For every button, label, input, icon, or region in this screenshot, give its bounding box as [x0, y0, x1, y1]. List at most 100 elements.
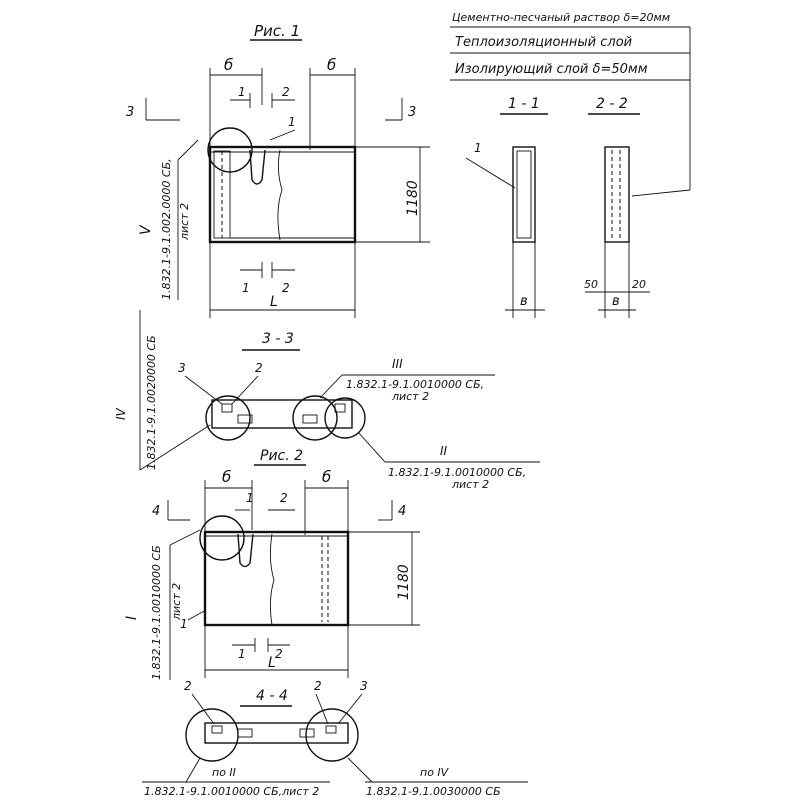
sec11-callout-leader: [465, 157, 516, 189]
sec44-callout-2a-leader: [191, 693, 215, 725]
sec44-callout-3: 3: [360, 679, 368, 693]
sec44-ref-right-leader: [347, 757, 373, 783]
fig2-break-line: [269, 533, 275, 626]
fig1-lifting-loop: [249, 149, 266, 185]
section-3-3: 3 - 3 3 2 III 1.832.1-9.1.0010000 СБ, ли…: [114, 310, 540, 491]
sec33-ref-IV-mark: IV: [114, 407, 128, 420]
sec33-ref-II-sheet: лист 2: [451, 478, 489, 491]
fig1-callout-1-leader: [269, 129, 296, 141]
sec33-ref-III-mark: III: [392, 357, 403, 371]
sec44-insert-right: [325, 725, 337, 734]
sec33-callout-2: 2: [255, 361, 263, 375]
fig2-cut2-top: 2: [280, 491, 288, 505]
fig2-ref-I-sheet: лист 2: [170, 583, 183, 621]
sec33-ref-IV-text: 1.832.1-9.1.0020000 СБ: [145, 335, 158, 470]
fig2-dim-height: 1180: [396, 564, 412, 600]
fig2-title: Рис. 2: [260, 448, 303, 464]
fig1-ref-V-leader: [177, 139, 199, 161]
section-4-4: 4 - 4 2 2 3 по II 1.832.1-9.1.0010000 СБ…: [142, 679, 528, 798]
sec33-ref-II-leader: [357, 431, 386, 463]
fig2-cut1-top: 1: [246, 491, 254, 505]
layer-insulation: Теплоизоляционный слой: [455, 35, 632, 50]
fig1-panel: [208, 145, 357, 244]
fig1-cut2-top: 2: [282, 85, 290, 99]
fig1-delta-left: б: [224, 56, 233, 74]
sec44-callout-3-leader: [337, 693, 363, 725]
fig2-ref-I-leader: [169, 529, 201, 546]
sec44-ref-right-text: 1.832.1-9.1.0030000 СБ: [366, 785, 501, 798]
sec33-ref-III-text: 1.832.1-9.1.0010000 СБ,: [346, 378, 484, 391]
sec33-outline: [211, 399, 353, 429]
sec11-callout: 1: [474, 141, 482, 155]
fig2-ref-I-mark: I: [124, 616, 140, 620]
sec44-outline: [204, 722, 349, 744]
sec22-dim-left: 50: [584, 278, 598, 291]
section-1-1: 1 - 1 1 в: [465, 96, 548, 318]
sec44-insert-left: [211, 725, 223, 734]
layer-legend: Цементно-песчаный раствор δ=20мм Теплоиз…: [450, 11, 691, 197]
sec44-ref-left-text: 1.832.1-9.1.0010000 СБ,лист 2: [144, 785, 319, 798]
fig1-ref-V-sheet: лист 2: [178, 203, 191, 241]
layer-insulating: Изолирующий слой δ=50мм: [455, 62, 648, 77]
sec33-title: 3 - 3: [262, 331, 294, 347]
layer-leader-to-section: [631, 189, 691, 197]
sec44-detail-left: [185, 708, 239, 762]
sec33-callout-2-leader: [231, 375, 259, 405]
fig2-delta-right: б: [322, 468, 331, 486]
fig1-ref-V-text: 1.832.1-9.1.002.0000 СБ,: [160, 158, 173, 300]
fig1-cut2-bottom: 2: [282, 281, 290, 295]
sec22-dim-right: 20: [632, 278, 646, 291]
fig2-lifting-loop: [237, 533, 254, 568]
fig2-panel: [203, 530, 350, 627]
sec33-callout-3: 3: [178, 361, 186, 375]
sec11-title: 1 - 1: [508, 96, 540, 112]
figure-1: Рис. 1 б б 1 2 1 3 3: [126, 22, 430, 318]
sec33-embed-right: [302, 414, 318, 424]
fig1-title: Рис. 1: [254, 22, 300, 40]
fig1-dim-height: 1180: [405, 180, 421, 216]
sec33-detail-left: [205, 395, 251, 441]
fig1-dim-length: L: [270, 294, 278, 310]
fig1-callout-1: 1: [288, 115, 296, 129]
fig2-cut2-bottom: 2: [275, 647, 283, 661]
fig1-delta-right: б: [327, 56, 336, 74]
fig2-callout-1: 1: [180, 617, 188, 631]
fig2-delta-left: б: [222, 468, 231, 486]
sec44-embed-left: [237, 728, 253, 738]
sec44-callout-2a: 2: [184, 679, 192, 693]
sec33-detail-right: [324, 397, 366, 439]
fig1-detail-circle: [207, 127, 253, 173]
fig1-cut3-left: 3: [126, 105, 134, 120]
sec44-title: 4 - 4: [256, 688, 288, 704]
fig2-ref-I-text: 1.832.1-9.1.0010000 СБ: [150, 545, 163, 680]
fig1-ref-V-mark: V: [138, 224, 154, 235]
fig2-callout-1-leader: [187, 609, 207, 621]
sec22-title: 2 - 2: [596, 96, 628, 112]
sec22-width: в: [612, 294, 620, 309]
sec44-ref-left-prefix: по II: [212, 766, 236, 779]
sec33-ref-II-mark: II: [440, 444, 448, 458]
sec44-ref-left-leader: [185, 757, 201, 783]
fig2-dim-length: L: [268, 655, 276, 671]
fig1-cut3-right: 3: [408, 105, 416, 120]
sec22-outline: [604, 146, 630, 243]
sec33-ref-III-sheet: лист 2: [391, 390, 429, 403]
sec33-callout-3-leader: [184, 375, 223, 405]
sec33-detail-mid: [292, 395, 338, 441]
sec33-insert-left: [221, 403, 233, 413]
sec44-detail-right: [305, 708, 359, 762]
layer-mortar: Цементно-песчаный раствор δ=20мм: [452, 11, 670, 24]
sec33-ref-II-text: 1.832.1-9.1.0010000 СБ,: [388, 466, 526, 479]
sec11-width: в: [520, 294, 528, 309]
sec11-outline: [512, 146, 536, 243]
fig2-cut1-bottom: 1: [238, 647, 246, 661]
sec44-callout-2b-leader: [315, 693, 329, 725]
fig2-cut4-left: 4: [152, 504, 160, 519]
sec33-embed-left: [237, 414, 253, 424]
sec44-callout-2b: 2: [314, 679, 322, 693]
fig2-detail-circle: [199, 515, 245, 561]
fig2-cut4-right: 4: [398, 504, 406, 519]
fig1-cut1-top: 1: [238, 85, 246, 99]
sec33-ref-IV-leader: [139, 424, 211, 471]
